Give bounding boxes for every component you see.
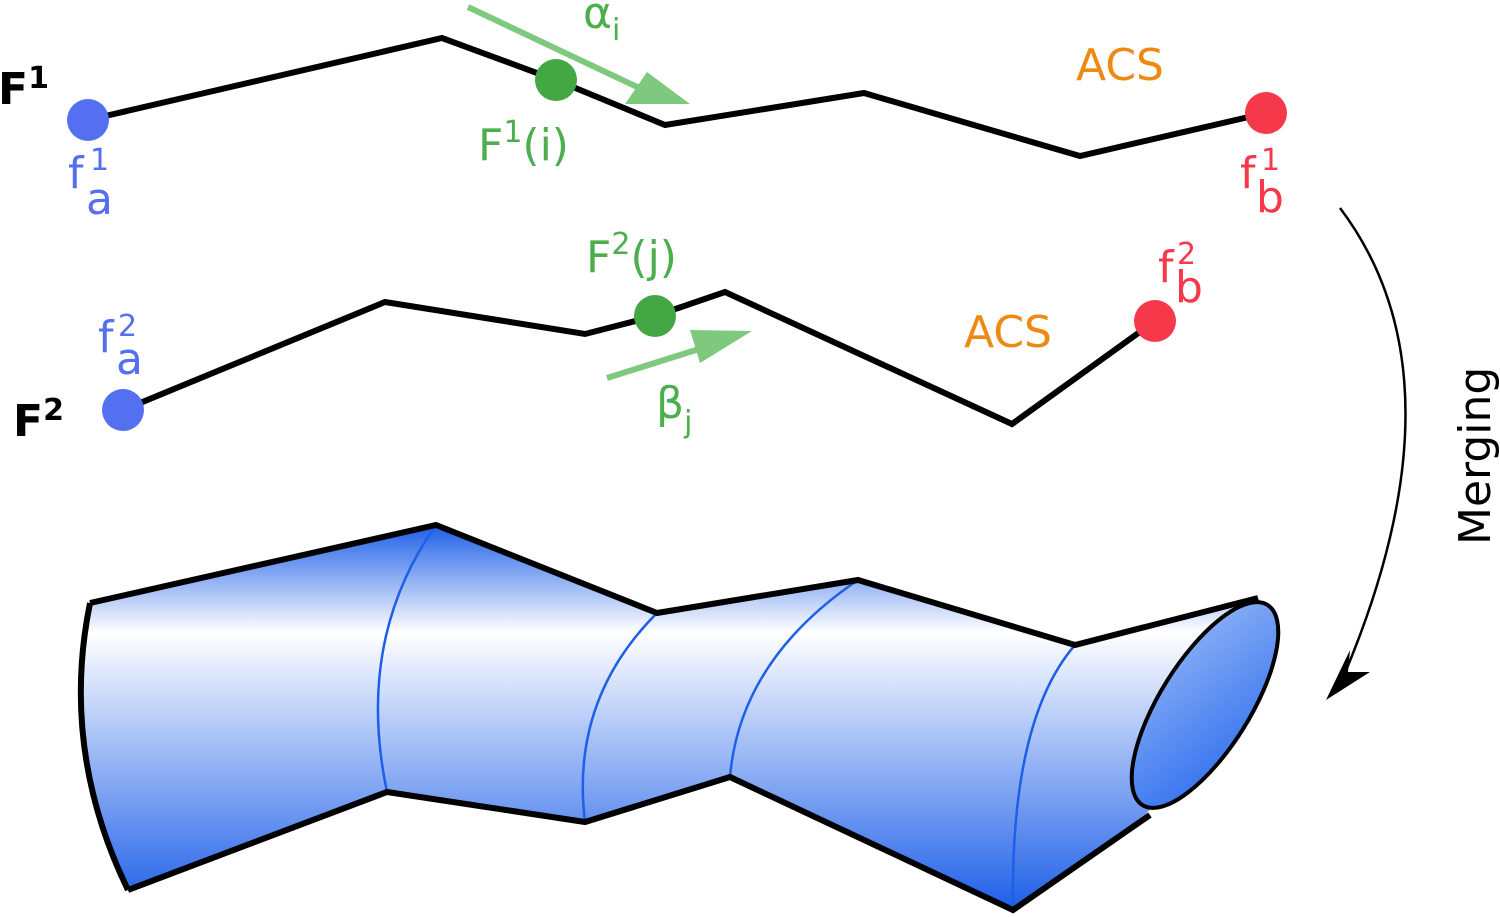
f1-start-point [67, 99, 109, 141]
f2-end-base: f [1158, 242, 1175, 293]
tube-top-edge [89, 521, 1259, 649]
f2-start-sup: 2 [118, 309, 137, 344]
f1-mid-arg: (i) [522, 120, 569, 171]
curve-f1-name-sup: 1 [28, 61, 49, 96]
f2-acs-label: ACS [964, 307, 1052, 358]
f1-mid-label: F1(i) [478, 115, 569, 171]
curve-f1-name-base: F [0, 64, 28, 115]
curve-f1-name: F1 [0, 61, 49, 115]
tube-end-cap [1129, 600, 1281, 810]
merge-label: Merging [1450, 367, 1500, 545]
f1-end-base: f [1240, 148, 1257, 199]
tube-seam-2 [581, 612, 658, 823]
f2-mid-arg: (j) [630, 232, 677, 283]
f2-start-label: f 2 a [98, 309, 143, 385]
curve-f2-name-sup: 2 [43, 393, 64, 428]
curve-f2-name: F2 [13, 393, 64, 447]
f1-mid-point [535, 59, 577, 101]
curve-f2-name-base: F [13, 396, 43, 447]
f2-end-label: f 2 b [1158, 237, 1203, 313]
tube-seam-3 [728, 578, 859, 778]
beta-base: β [656, 378, 684, 429]
f2-start-point [102, 389, 144, 431]
f1-mid-sup: 1 [503, 115, 522, 150]
f1-end-point [1245, 92, 1287, 134]
tube-seam-4 [1011, 644, 1076, 911]
f2-mid-base: F [586, 232, 611, 283]
f1-start-label: f 1 a [68, 143, 113, 225]
alpha-base: α [583, 0, 612, 39]
beta-label: βj [656, 378, 692, 440]
f1-start-sub: a [86, 174, 113, 225]
f1-end-sup: 1 [1261, 143, 1280, 178]
f2-mid-label: F2(j) [586, 227, 677, 283]
curve-f2: F2 F2(j) βj f 2 a f 2 b ACS [13, 227, 1203, 447]
tube-seam-1 [376, 524, 438, 793]
tube-start-edge [77, 602, 131, 892]
f1-acs-label: ACS [1076, 40, 1164, 91]
alpha-sub: i [612, 13, 620, 48]
tube-body [80, 525, 1269, 910]
tube-bottom-edge [126, 773, 1152, 914]
beta-sub: j [683, 405, 692, 440]
f1-end-label: f 1 b [1240, 143, 1284, 223]
f2-start-base: f [98, 312, 115, 363]
f1-end-sub: b [1256, 172, 1284, 223]
merged-tube [77, 521, 1281, 914]
alpha-label: αi [583, 0, 620, 48]
f2-start-sub: a [116, 334, 143, 385]
alpha-direction-arrow [466, 4, 690, 104]
f1-start-sup: 1 [90, 143, 109, 178]
curve-f1-polyline [87, 34, 1267, 160]
f2-mid-sup: 2 [611, 227, 630, 262]
beta-direction-arrow [606, 330, 752, 381]
curve-f1: F1 αi F1(i) f 1 a f 1 b ACS [0, 0, 1287, 225]
f1-mid-base: F [478, 120, 503, 171]
merge-arrow: Merging [1326, 207, 1500, 700]
f2-end-sup: 2 [1177, 237, 1196, 272]
f2-end-sub: b [1175, 262, 1203, 313]
f2-mid-point [634, 295, 676, 337]
f1-start-base: f [68, 148, 85, 199]
f2-end-point [1134, 300, 1176, 342]
